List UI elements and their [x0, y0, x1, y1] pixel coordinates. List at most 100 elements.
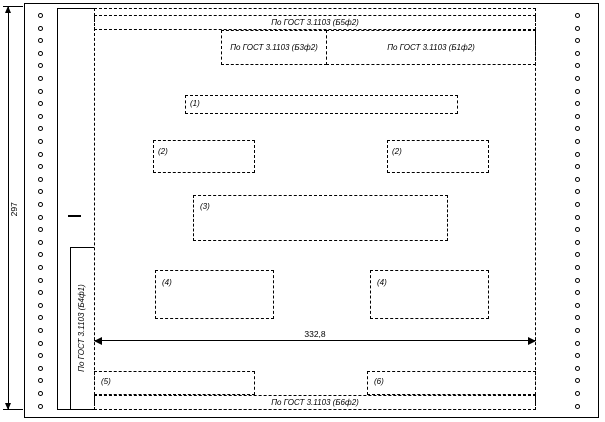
perforation-hole — [38, 13, 43, 18]
perforation-hole — [38, 227, 43, 233]
zone-5-label: (5) — [101, 377, 111, 386]
gost-block-b4f1 — [70, 247, 94, 410]
zone-1-label: (1) — [190, 99, 200, 108]
zone-3-label: (3) — [200, 202, 210, 211]
perforation-hole — [38, 239, 43, 245]
perforation-hole — [575, 202, 580, 207]
perforation-hole — [38, 189, 43, 195]
height-dimension-label: 297 — [8, 202, 19, 217]
perforation-hole — [575, 164, 580, 170]
perforation-hole — [38, 403, 43, 409]
gost-b5f2-label: По ГОСТ 3.1103 (Б5ф2) — [271, 17, 359, 27]
perforation-hole — [575, 176, 580, 182]
perforation-hole — [38, 63, 43, 69]
perforation-hole — [38, 252, 43, 258]
zone-2-right-label: (2) — [392, 147, 402, 156]
perforation-hole — [38, 50, 43, 56]
perforation-hole — [575, 13, 580, 18]
zone-1: (1) — [185, 95, 458, 114]
gost-block-b3f2: По ГОСТ 3.1103 (Б3ф2) — [221, 30, 327, 65]
gost-block-b5f2: По ГОСТ 3.1103 (Б5ф2) — [94, 15, 536, 30]
perforation-hole — [575, 365, 580, 371]
perforation-hole — [575, 403, 580, 409]
perforation-hole — [575, 340, 580, 346]
perforation-hole — [575, 290, 580, 296]
perforation-hole — [575, 151, 580, 157]
width-dimension-label: 332,8 — [304, 329, 326, 339]
perforation-hole — [575, 315, 580, 321]
perforation-hole — [38, 202, 43, 207]
gost-block-b6f2: По ГОСТ 3.1103 (Б6ф2) — [94, 395, 536, 410]
zone-5: (5) — [94, 371, 255, 395]
perforation-hole — [575, 277, 580, 283]
perforation-hole — [575, 126, 580, 132]
gost-b4f1-label: По ГОСТ 3.1103 (Б4ф1) — [77, 284, 86, 372]
zone-2-left-label: (2) — [158, 147, 168, 156]
perforation-hole — [575, 378, 580, 384]
perforation-hole — [38, 265, 43, 270]
perforation-hole — [575, 227, 580, 233]
perforation-hole — [575, 328, 580, 333]
perforation-hole — [575, 38, 580, 44]
perforation-hole — [38, 76, 43, 81]
perforation-hole — [38, 139, 43, 144]
perforation-hole — [38, 113, 43, 119]
perforation-hole — [575, 50, 580, 56]
perforation-hole — [38, 164, 43, 170]
perforation-hole — [38, 365, 43, 371]
zone-2-right: (2) — [387, 140, 489, 173]
perforation-hole — [38, 38, 43, 44]
perforation-hole — [38, 391, 43, 396]
width-arrow-left-icon — [94, 336, 102, 345]
height-arrow-up-icon — [5, 6, 11, 13]
perforation-hole — [38, 353, 43, 359]
perforation-hole — [38, 277, 43, 283]
zone-4-right-label: (4) — [377, 278, 387, 287]
left-perforation-strip — [38, 0, 48, 422]
height-dimension-line — [8, 6, 9, 410]
perforation-hole — [38, 328, 43, 333]
gost-b3f2-label: По ГОСТ 3.1103 (Б3ф2) — [230, 42, 318, 52]
perforation-hole — [38, 340, 43, 346]
zone-4-right: (4) — [370, 270, 489, 319]
perforation-hole — [575, 239, 580, 245]
perforation-hole — [38, 302, 43, 308]
zone-4-left: (4) — [155, 270, 274, 319]
perforation-hole — [38, 101, 43, 107]
perforation-hole — [575, 214, 580, 220]
perforation-hole — [575, 391, 580, 396]
width-dimension-line — [94, 340, 536, 341]
gost-b1f2-label: По ГОСТ 3.1103 (Б1ф2) — [387, 42, 475, 52]
form-sheet-border — [24, 3, 599, 418]
height-arrow-down-icon — [5, 403, 11, 410]
fold-mark — [68, 215, 81, 217]
zone-3: (3) — [193, 195, 448, 241]
perforation-hole — [575, 265, 580, 270]
perforation-hole — [575, 113, 580, 119]
perforation-hole — [575, 63, 580, 69]
perforation-hole — [575, 302, 580, 308]
zone-6: (6) — [367, 371, 536, 395]
perforation-hole — [38, 378, 43, 384]
zone-6-label: (6) — [374, 377, 384, 386]
gost-b6f2-label: По ГОСТ 3.1103 (Б6ф2) — [271, 397, 359, 407]
perforation-hole — [38, 176, 43, 182]
height-dimension-top-tick — [3, 6, 23, 7]
height-dimension-bottom-tick — [3, 409, 23, 410]
zone-2-left: (2) — [153, 140, 255, 173]
perforation-hole — [575, 25, 580, 31]
width-arrow-right-icon — [528, 336, 536, 345]
perforation-hole — [38, 151, 43, 157]
perforation-hole — [38, 88, 43, 94]
perforation-hole — [575, 353, 580, 359]
perforation-hole — [575, 252, 580, 258]
perforation-hole — [575, 76, 580, 81]
right-perforation-strip — [575, 0, 585, 422]
perforation-hole — [575, 88, 580, 94]
perforation-hole — [575, 101, 580, 107]
perforation-hole — [38, 290, 43, 296]
perforation-hole — [38, 126, 43, 132]
perforation-hole — [38, 25, 43, 31]
gost-block-b1f2: По ГОСТ 3.1103 (Б1ф2) — [326, 30, 536, 65]
zone-4-left-label: (4) — [162, 278, 172, 287]
